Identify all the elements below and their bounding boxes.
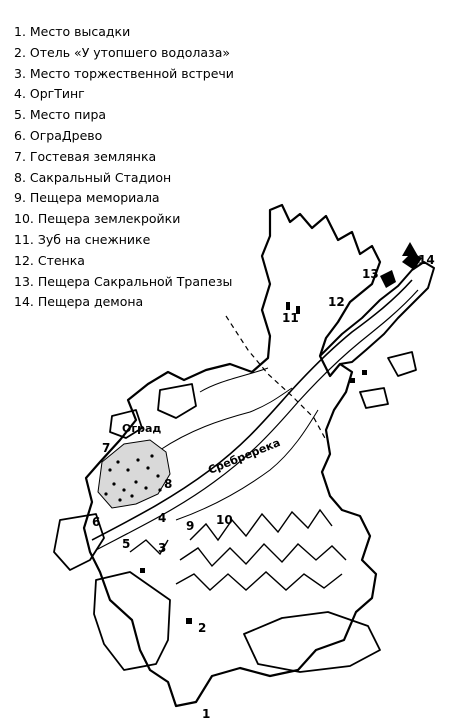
river-bank	[95, 289, 419, 551]
stream	[159, 387, 293, 451]
legend-item: 9. Пещера мемориала	[14, 190, 160, 206]
marker-5: 5	[122, 537, 130, 551]
legend-item: 2. Отель «У утопшего водолаза»	[14, 44, 231, 60]
marker-6: 6	[92, 515, 100, 529]
marker-1: 1	[202, 707, 210, 718]
lake	[53, 513, 105, 571]
peak-triangle	[402, 242, 418, 256]
island-outline	[82, 203, 382, 708]
legend-item: 5. Место пира	[14, 107, 107, 123]
marker-14: 14	[418, 253, 435, 267]
mountain-ridges	[129, 508, 347, 591]
marker-13: 13	[362, 267, 379, 281]
marker-12: 12	[328, 295, 345, 309]
legend-item: 8. Сакральный Стадион	[14, 169, 172, 185]
marker-4: 4	[158, 511, 166, 525]
lake	[387, 351, 417, 377]
marker-9: 9	[186, 519, 194, 533]
marker-3: 3	[158, 541, 166, 555]
legend-item: 11. Зуб на снежнике	[14, 231, 151, 247]
lake	[93, 571, 171, 671]
lake	[157, 383, 197, 419]
legend-item: 6. ОграДрево	[14, 127, 103, 143]
legend-item: 13. Пещера Сакральной Трапезы	[14, 273, 233, 289]
legend-item: 4. ОргТинг	[14, 86, 85, 102]
lake	[243, 611, 381, 673]
stream	[175, 409, 319, 521]
lake	[359, 387, 389, 409]
marker-11: 11	[282, 311, 299, 325]
ridge-rock	[380, 252, 422, 288]
river	[91, 279, 413, 541]
marker-10: 10	[216, 513, 233, 527]
stream	[199, 367, 269, 393]
map-legend: 1. Место высадки 2. Отель «У утопшего во…	[14, 22, 234, 313]
legend-item: 7. Гостевая землянка	[14, 148, 157, 164]
area-label: Оград	[122, 422, 161, 435]
boulders	[140, 302, 367, 624]
trail	[225, 315, 327, 441]
forest-dots	[104, 454, 162, 502]
marker-2: 2	[198, 621, 206, 635]
marker-7: 7	[102, 441, 110, 455]
marker-8: 8	[164, 477, 172, 491]
lake	[109, 409, 143, 439]
legend-item: 1. Место высадки	[14, 24, 131, 39]
legend-item: 3. Место торжественной встречи	[14, 65, 234, 81]
northeast-ridge-outline	[319, 261, 435, 365]
legend-item: 10. Пещера землекройки	[14, 211, 181, 227]
legend-item: 14. Пещера демона	[14, 294, 144, 310]
legend-item: 12. Стенка	[14, 252, 85, 268]
lakes	[53, 351, 417, 673]
